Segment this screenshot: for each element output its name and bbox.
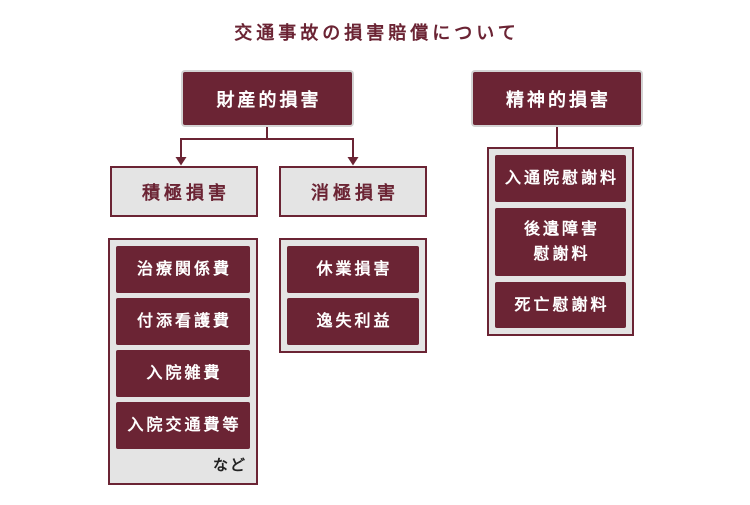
list-item: 休業損害 [287, 246, 419, 293]
mental-damage-label: 精神的損害 [506, 89, 611, 111]
list-item: 付添看護費 [116, 298, 250, 345]
mental-damage-list: 入通院慰謝料 後遺障害 慰謝料 死亡慰謝料 [487, 147, 634, 336]
list-item: 死亡慰謝料 [495, 282, 626, 328]
positive-damage-box: 積極損害 [110, 166, 258, 217]
diagram-title: 交通事故の損害賠償について [234, 23, 520, 44]
list-item: 入院雑費 [116, 350, 250, 397]
negative-arrow-head [347, 157, 359, 166]
negative-damage-box: 消極損害 [279, 166, 427, 217]
property-damage-label: 財産的損害 [216, 89, 322, 111]
list-item: 治療関係費 [116, 246, 250, 293]
list-item: 入院交通費等 [116, 402, 250, 449]
negative-damage-label: 消極損害 [311, 182, 399, 204]
list-item: 逸失利益 [287, 298, 419, 345]
positive-damage-list: 治療関係費 付添看護費 入院雑費 入院交通費等 など [108, 238, 258, 485]
property-damage-box: 財産的損害 [183, 72, 352, 125]
positive-damage-label: 積極損害 [142, 182, 230, 204]
negative-damage-list: 休業損害 逸失利益 [279, 238, 427, 353]
list-item: 入通院慰謝料 [495, 155, 626, 202]
mental-damage-box: 精神的損害 [473, 72, 641, 125]
etc-note: など [212, 456, 247, 474]
list-item: 後遺障害 慰謝料 [495, 208, 626, 276]
positive-arrow-head [175, 157, 187, 166]
